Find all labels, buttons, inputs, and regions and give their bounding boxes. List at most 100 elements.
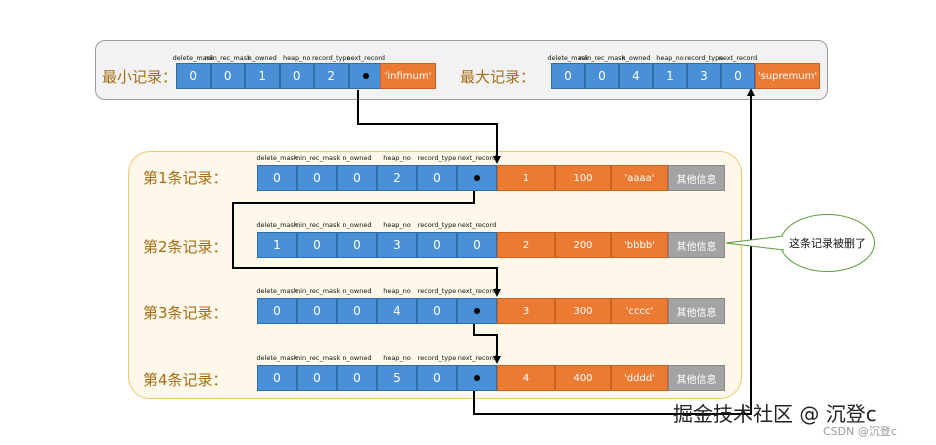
record-4-field-n-owned: 0 bbox=[337, 365, 377, 391]
record-4-next-record-dot bbox=[474, 375, 480, 381]
min-record-field-record-type: 2 bbox=[314, 63, 349, 89]
record-2-header-n-owned: n_owned bbox=[342, 221, 372, 229]
record-3-num-cell: 300 bbox=[555, 298, 611, 324]
record-2-field-delete-mask: 1 bbox=[257, 232, 297, 258]
max-record-label: 最大记录： bbox=[460, 68, 536, 86]
record-1-field-record-type: 0 bbox=[417, 165, 457, 191]
record-2-field-min-rec-mask: 0 bbox=[297, 232, 337, 258]
record-1-field-min-rec-mask: 0 bbox=[297, 165, 337, 191]
record-2-field-n-owned: 0 bbox=[337, 232, 377, 258]
callout-pointer bbox=[725, 235, 785, 251]
max-record-header-delete-mask: delete_mask bbox=[547, 54, 589, 62]
record-1-str-cell: 'aaaa' bbox=[611, 165, 668, 191]
record-1-header-record-type: record_type bbox=[417, 154, 457, 162]
record-3-field-delete-mask: 0 bbox=[257, 298, 297, 324]
record-2-header-delete-mask: delete_mask bbox=[256, 221, 298, 229]
record-3-other-cell: 其他信息 bbox=[668, 298, 725, 324]
record-4-label: 第4条记录： bbox=[143, 371, 228, 389]
record-3-next-record-dot bbox=[474, 308, 480, 314]
record-1-num-cell: 100 bbox=[555, 165, 611, 191]
record-3-field-next-record bbox=[457, 298, 497, 324]
record-3-header-heap-no: heap_no bbox=[383, 287, 411, 295]
min-record-field-next-record bbox=[348, 63, 383, 89]
pointer-infimum-to-record-1 bbox=[357, 90, 501, 164]
record-3-field-record-type: 0 bbox=[417, 298, 457, 324]
record-3-label: 第3条记录： bbox=[143, 304, 228, 322]
record-4-field-next-record bbox=[457, 365, 497, 391]
record-4-str-cell: 'dddd' bbox=[611, 365, 668, 391]
record-4-field-delete-mask: 0 bbox=[257, 365, 297, 391]
record-2-str-cell: 'bbbb' bbox=[611, 232, 668, 258]
infimum-cell: 'infimum' bbox=[380, 63, 436, 89]
record-1-next-record-dot bbox=[474, 175, 480, 181]
record-3-field-heap-no: 4 bbox=[377, 298, 417, 324]
pointer-record-1-to-record-3 bbox=[232, 180, 501, 297]
min-record-header-delete-mask: delete_mask bbox=[172, 54, 214, 62]
watermark-small: CSDN @沉登c bbox=[823, 425, 897, 438]
record-3-header-min-rec-mask: min_rec_mask bbox=[293, 287, 341, 295]
record-1-field-delete-mask: 0 bbox=[257, 165, 297, 191]
min-record-field-n-owned: 1 bbox=[245, 63, 280, 89]
record-1-field-n-owned: 0 bbox=[337, 165, 377, 191]
max-record-header-record-type: record_type bbox=[684, 54, 724, 62]
record-2-header-heap-no: heap_no bbox=[383, 221, 411, 229]
min-record-next-record-dot bbox=[362, 73, 369, 79]
min-record-header-record-type: record_type bbox=[311, 54, 351, 62]
record-3-str-cell: 'cccc' bbox=[611, 298, 668, 324]
record-4-header-next-record: next_record bbox=[457, 354, 497, 362]
record-4-header-min-rec-mask: min_rec_mask bbox=[293, 354, 341, 362]
record-3-id-cell: 3 bbox=[497, 298, 555, 324]
max-record-field-n-owned: 4 bbox=[619, 63, 653, 89]
record-1-header-heap-no: heap_no bbox=[383, 154, 411, 162]
record-4-id-cell: 4 bbox=[497, 365, 555, 391]
record-4-header-n-owned: n_owned bbox=[342, 354, 372, 362]
record-1-id-cell: 1 bbox=[497, 165, 555, 191]
max-record-field-record-type: 3 bbox=[687, 63, 721, 89]
record-4-header-delete-mask: delete_mask bbox=[256, 354, 298, 362]
record-2-header-min-rec-mask: min_rec_mask bbox=[293, 221, 341, 229]
min-record-header-heap-no: heap_no bbox=[282, 54, 311, 62]
record-4-num-cell: 400 bbox=[555, 365, 611, 391]
record-2-field-record-type: 0 bbox=[417, 232, 457, 258]
record-1-field-heap-no: 2 bbox=[377, 165, 417, 191]
record-4-field-heap-no: 5 bbox=[377, 365, 417, 391]
record-3-header-record-type: record_type bbox=[417, 287, 457, 295]
record-2-field-heap-no: 3 bbox=[377, 232, 417, 258]
user-records-box bbox=[128, 151, 742, 399]
record-2-num-cell: 200 bbox=[555, 232, 611, 258]
record-2-field-next-record: 0 bbox=[457, 232, 497, 258]
max-record-header-n-owned: n_owned bbox=[621, 54, 651, 62]
max-record-field-next-record: 0 bbox=[721, 63, 755, 89]
max-record-field-delete-mask: 0 bbox=[551, 63, 585, 89]
max-record-header-next-record: next_record bbox=[718, 54, 758, 62]
min-record-header-n-owned: n_owned bbox=[247, 54, 277, 62]
record-4-other-cell: 其他信息 bbox=[668, 365, 725, 391]
record-1-header-next-record: next_record bbox=[457, 154, 497, 162]
callout-text: 这条记录被删了 bbox=[789, 237, 866, 250]
record-3-header-n-owned: n_owned bbox=[342, 287, 372, 295]
record-3-header-delete-mask: delete_mask bbox=[256, 287, 298, 295]
min-record-field-min-rec-mask: 0 bbox=[210, 63, 245, 89]
watermark: 掘金技术社区 @ 沉登c bbox=[673, 402, 877, 426]
record-4-field-record-type: 0 bbox=[417, 365, 457, 391]
record-2-label: 第2条记录： bbox=[143, 238, 228, 256]
record-2-header-record-type: record_type bbox=[417, 221, 457, 229]
record-3-header-next-record: next_record bbox=[457, 287, 497, 295]
max-record-header-heap-no: heap_no bbox=[656, 54, 684, 62]
max-record-field-min-rec-mask: 0 bbox=[585, 63, 619, 89]
record-3-field-n-owned: 0 bbox=[337, 298, 377, 324]
record-4-header-record-type: record_type bbox=[417, 354, 457, 362]
pointer-record-4-to-supremum bbox=[473, 88, 755, 415]
record-1-field-next-record bbox=[457, 165, 497, 191]
supremum-cell: 'supremum' bbox=[755, 63, 820, 89]
min-record-header-min-rec-mask: min_rec_mask bbox=[204, 54, 251, 62]
record-4-field-min-rec-mask: 0 bbox=[297, 365, 337, 391]
record-1-header-min-rec-mask: min_rec_mask bbox=[293, 154, 341, 162]
record-1-other-cell: 其他信息 bbox=[668, 165, 725, 191]
min-record-field-delete-mask: 0 bbox=[176, 63, 211, 89]
record-3-field-min-rec-mask: 0 bbox=[297, 298, 337, 324]
min-record-header-next-record: next_record bbox=[346, 54, 385, 62]
min-record-field-heap-no: 0 bbox=[279, 63, 314, 89]
max-record-field-heap-no: 1 bbox=[653, 63, 687, 89]
